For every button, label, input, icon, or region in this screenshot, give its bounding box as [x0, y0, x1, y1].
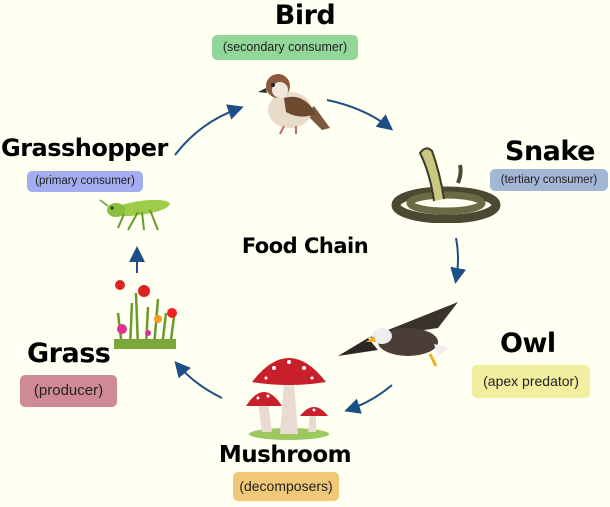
mushroom-title: Mushroom — [218, 442, 352, 468]
owl-title: Owl — [500, 328, 556, 359]
owl-role-badge: (apex predator) — [472, 365, 590, 398]
snake-illustration — [391, 147, 501, 223]
owl-illustration — [338, 302, 458, 367]
mushroom-role-badge: (decomposers) — [233, 472, 339, 501]
bird-role-badge: (secondary consumer) — [212, 35, 358, 60]
bird-title: Bird — [274, 0, 336, 31]
arrow-owl-to-mushroom — [344, 384, 393, 414]
grasshopper-role-badge: (primary consumer) — [27, 171, 143, 192]
snake-title: Snake — [505, 136, 595, 167]
arrow-snake-to-owl — [450, 237, 467, 284]
snake-role-badge: (tertiary consumer) — [490, 169, 608, 191]
food-chain-title: Food Chain — [241, 234, 369, 258]
grasshopper-title: Grasshopper — [1, 134, 168, 162]
grass-illustration — [114, 280, 177, 349]
mushroom-illustration — [246, 358, 329, 440]
grass-title: Grass — [27, 338, 111, 369]
grass-role-badge: (producer) — [20, 375, 117, 407]
grasshopper-illustration — [99, 199, 170, 231]
arrow-mushroom-to-grass — [174, 360, 223, 399]
bird-illustration — [258, 74, 330, 135]
arrow-bird-to-snake — [326, 99, 394, 131]
arrow-grasshopper-to-bird — [174, 104, 244, 156]
